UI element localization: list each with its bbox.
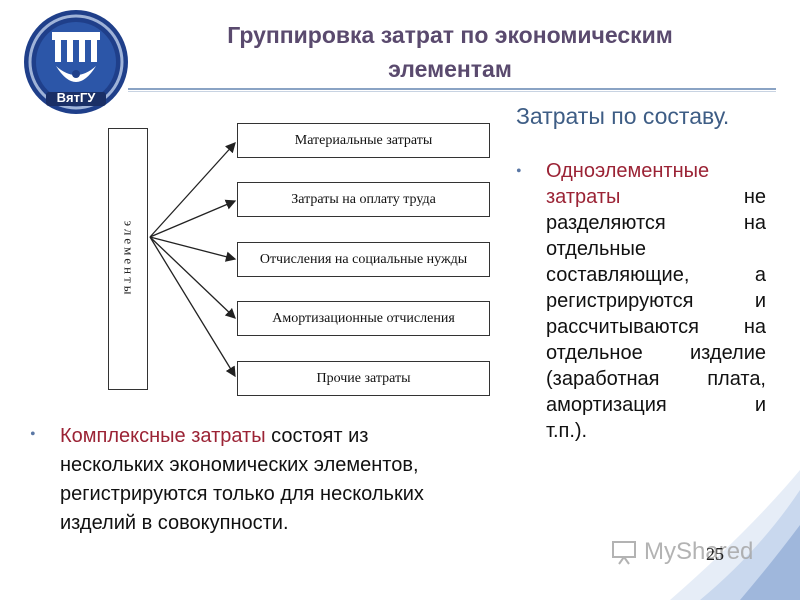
elements-label: элементы [121, 220, 137, 298]
right-line: т.п.). [546, 420, 588, 442]
elements-box: элементы [108, 128, 148, 390]
right-line: составляющие, а [546, 264, 766, 286]
title-line-2: элементам [388, 56, 512, 82]
term-complex: Комплексные затраты [60, 425, 266, 447]
right-line: отдельное изделие [546, 342, 766, 364]
right-paragraph: Одноэлементные затраты не разделяются на… [546, 158, 766, 444]
arrow-2 [149, 199, 237, 238]
arrow-5 [149, 236, 236, 378]
element-item: Затраты на оплату труда [237, 182, 490, 217]
right-line: отдельные [546, 238, 646, 260]
arrow-4 [149, 236, 236, 319]
watermark-text: MyShared [644, 538, 754, 565]
bottom-paragraph: Комплексные затраты состоят из нескольки… [60, 422, 510, 538]
bullet-icon: • [516, 163, 522, 180]
bottom-line-rest: состоят из [265, 425, 369, 447]
title-underline [128, 88, 776, 90]
university-logo: ВятГУ [22, 8, 130, 116]
term-single-element-cont: затраты [546, 186, 621, 208]
page-number: 25 [706, 544, 724, 564]
arrow-3 [149, 236, 237, 262]
title-line-1: Группировка затрат по экономическим [227, 22, 673, 48]
slide-title: Группировка затрат по экономическим элем… [150, 18, 750, 86]
right-line: (заработная плата, [546, 368, 766, 390]
right-line: разделяются на [546, 212, 766, 234]
arrow-1 [149, 142, 236, 238]
bottom-line: нескольких экономических элементов, [60, 454, 419, 476]
right-line: затраты не [546, 184, 766, 210]
presentation-icon [612, 541, 636, 565]
element-item-label: Отчисления на социальные нужды [259, 251, 468, 267]
logo-text: ВятГУ [56, 90, 96, 105]
title-underline-thin [128, 91, 776, 92]
watermark: MyShared [610, 538, 753, 566]
element-item: Амортизационные отчисления [237, 301, 490, 336]
element-item: Отчисления на социальные нужды [237, 242, 490, 277]
corner-swoosh [670, 470, 800, 600]
element-item: Прочие затраты [237, 361, 490, 396]
element-item-label: Прочие затраты [316, 370, 411, 386]
right-line: регистрируются и [546, 290, 766, 312]
element-item-label: Материальные затраты [294, 132, 433, 148]
element-item: Материальные затраты [237, 123, 490, 158]
bottom-line: регистрируются только для нескольких [60, 483, 424, 505]
bottom-line: изделий в совокупности. [60, 512, 289, 534]
bottom-line: Комплексные затраты состоят из [60, 422, 510, 451]
element-item-label: Затраты на оплату труда [291, 191, 436, 207]
subheading: Затраты по составу. [516, 103, 730, 129]
right-line: рассчитываются на [546, 316, 766, 338]
bullet-icon: • [30, 426, 36, 443]
right-line: амортизация и [546, 394, 766, 416]
element-item-label: Амортизационные отчисления [272, 310, 455, 326]
right-line-rest: не [743, 186, 766, 208]
term-single-element: Одноэлементные [546, 160, 710, 182]
